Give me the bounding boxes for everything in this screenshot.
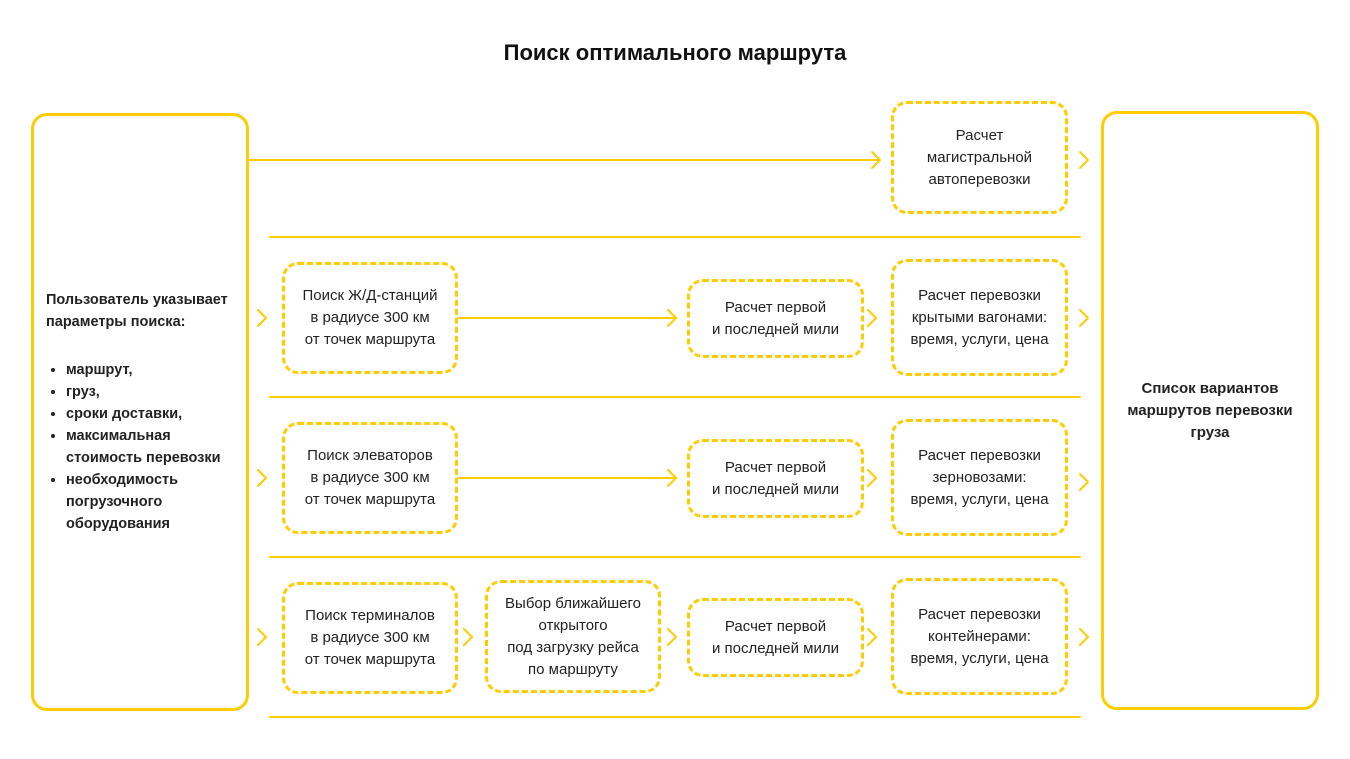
container-calc-label: Расчет перевозки контейнерами: время, ус… xyxy=(910,605,1049,667)
arrow-head xyxy=(1079,151,1089,169)
user-parameters-box: Пользователь указывает параметры поиска:… xyxy=(31,113,249,711)
rail-search-label: Поиск Ж/Д-станций в радиусе 300 км от то… xyxy=(302,287,438,348)
rail-calc-label: Расчет перевозки крытыми вагонами: время… xyxy=(910,286,1049,348)
rail-mile-box: Расчет первой и последней мили xyxy=(687,279,864,358)
grain-mile-box: Расчет первой и последней мили xyxy=(687,439,864,518)
list-item: максимальная стоимость перевозки xyxy=(66,425,234,469)
grain-search-label: Поиск элеваторов в радиусе 300 км от точ… xyxy=(304,447,436,508)
auto-calc-box: Расчет магистральной автоперевозки xyxy=(891,101,1068,214)
arrow-head xyxy=(1079,473,1089,491)
user-parameters-list: маршрут, груз, сроки доставки, максималь… xyxy=(46,359,234,535)
container-search-box: Поиск терминалов в радиусе 300 км от точ… xyxy=(282,582,458,694)
container-select-box: Выбор ближайшего открытого под загрузку … xyxy=(485,580,661,693)
arrow-head xyxy=(667,309,677,327)
arrow-head xyxy=(867,628,877,646)
container-select-label: Выбор ближайшего открытого под загрузку … xyxy=(505,594,641,678)
arrow-head xyxy=(871,151,881,169)
container-calc-box: Расчет перевозки контейнерами: время, ус… xyxy=(891,578,1068,695)
arrow-head xyxy=(667,469,677,487)
arrow-head xyxy=(1079,628,1089,646)
arrow-head xyxy=(257,628,267,646)
list-item: маршрут, xyxy=(66,359,234,381)
list-item: груз, xyxy=(66,381,234,403)
arrow-head xyxy=(463,628,473,646)
rail-mile-label: Расчет первой и последней мили xyxy=(711,298,840,338)
container-mile-box: Расчет первой и последней мили xyxy=(687,598,864,677)
arrow-head xyxy=(867,309,877,327)
list-item: необходимость погрузочного оборудования xyxy=(66,469,234,535)
arrow-head xyxy=(257,309,267,327)
grain-calc-box: Расчет перевозки зерновозами: время, усл… xyxy=(891,419,1068,536)
route-options-box: Список вариантов маршрутов перевозки гру… xyxy=(1101,111,1319,710)
list-item: сроки доставки, xyxy=(66,403,234,425)
auto-calc-label: Расчет магистральной автоперевозки xyxy=(926,126,1033,188)
arrow-head xyxy=(1079,309,1089,327)
grain-search-box: Поиск элеваторов в радиусе 300 км от точ… xyxy=(282,422,458,534)
rail-search-box: Поиск Ж/Д-станций в радиусе 300 км от то… xyxy=(282,262,458,374)
user-parameters-heading: Пользователь указывает параметры поиска: xyxy=(46,292,228,330)
route-options-label: Список вариантов маршрутов перевозки гру… xyxy=(1127,379,1293,441)
container-mile-label: Расчет первой и последней мили xyxy=(711,617,840,657)
grain-mile-label: Расчет первой и последней мили xyxy=(711,458,840,498)
arrow-head xyxy=(257,469,267,487)
diagram-title: Поиск оптимального маршрута xyxy=(503,40,847,65)
container-search-label: Поиск терминалов в радиусе 300 км от точ… xyxy=(304,607,436,668)
arrow-head xyxy=(667,628,677,646)
arrow-head xyxy=(867,469,877,487)
rail-calc-box: Расчет перевозки крытыми вагонами: время… xyxy=(891,259,1068,376)
grain-calc-label: Расчет перевозки зерновозами: время, усл… xyxy=(910,446,1049,508)
